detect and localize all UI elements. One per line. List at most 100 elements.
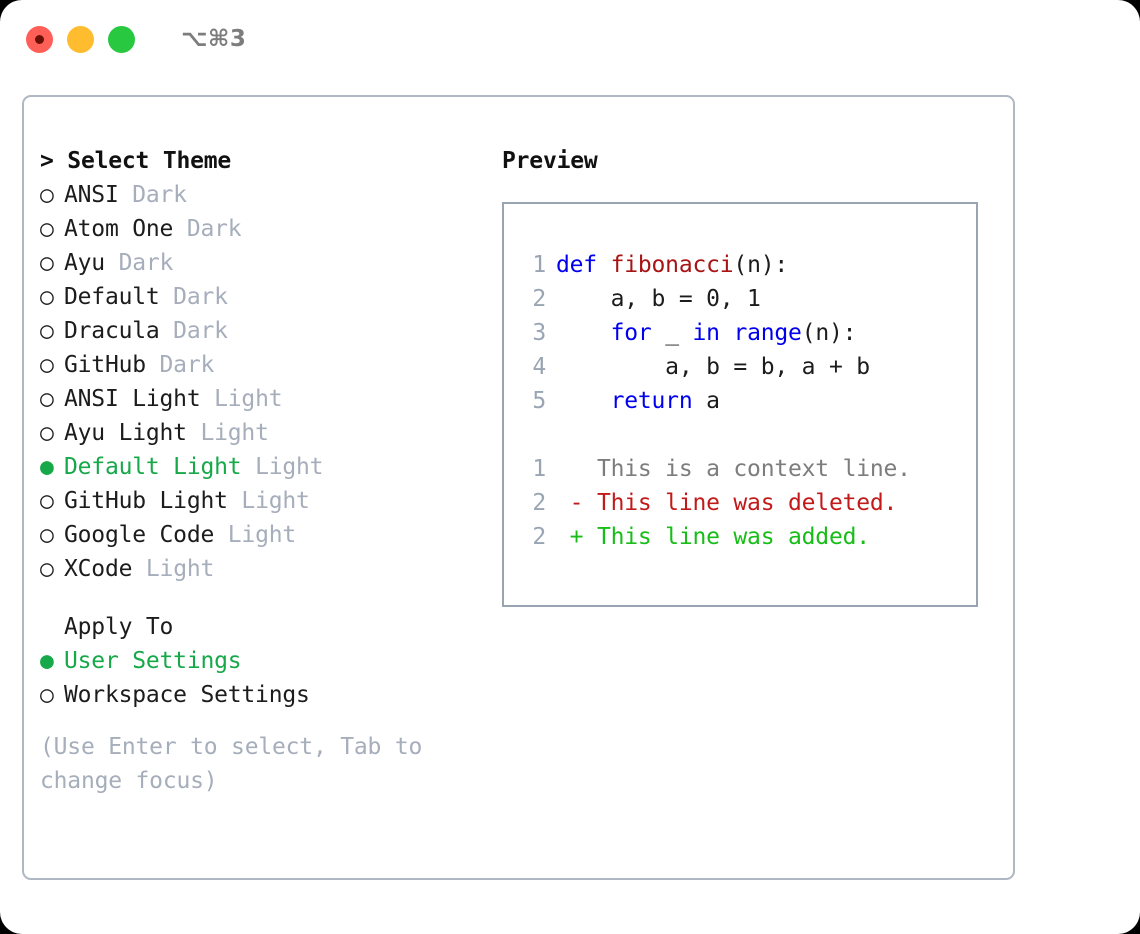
zoom-button-icon[interactable] [108,25,135,53]
radio-unselected-icon: ○ [40,182,54,208]
theme-option-label: Ayu [64,250,105,276]
code-line-number: 1 [532,252,546,278]
theme-option-suffix: Light [186,420,269,446]
keyboard-hint-text: (Use Enter to select, Tab to change focu… [40,734,423,794]
token-kw: in [692,320,720,346]
theme-option-9[interactable]: ○GitHub Light Light [40,484,486,518]
apply-to-option-0[interactable]: ●User Settings [40,644,486,678]
radio-unselected-icon: ○ [40,318,54,344]
theme-option-suffix: Dark [173,216,242,242]
theme-option-suffix: Light [132,556,215,582]
diff-line-content: - This line was deleted. [556,486,898,520]
apply-to-option-label: Workspace Settings [64,682,310,708]
radio-unselected-icon: ○ [40,522,54,548]
theme-option-label: Default Light [64,454,242,480]
code-line-content: a, b = b, a + b [556,350,870,384]
radio-unselected-icon: ○ [40,216,54,242]
code-line-0: 1 def fibonacci(n): [504,248,976,282]
theme-option-suffix: Light [241,454,324,480]
apply-to-list[interactable]: ●User Settings ○ Workspace Settings [40,644,486,712]
close-button-icon[interactable] [26,25,53,53]
theme-option-suffix: Dark [159,318,228,344]
title-bar: ⌥⌘3 [0,0,1140,78]
theme-option-label: Default [64,284,160,310]
token-kw: for [610,320,652,346]
select-theme-header: > Select Theme [40,148,232,174]
theme-option-label: XCode [64,556,133,582]
diff-line-number: 2 [532,524,546,550]
token-kw: def [556,252,611,278]
theme-option-10[interactable]: ○ Google Code Light [40,518,486,552]
radio-selected-icon: ● [40,454,54,480]
theme-option-label: GitHub Light [64,488,228,514]
apply-to-header: Apply To [64,614,174,640]
theme-option-label: Atom One [64,216,174,242]
theme-option-label: Dracula [64,318,160,344]
diff-line-2: 2 + This line was added. [504,520,976,554]
token-plain: a, b = 0, 1 [556,286,761,312]
code-line-content: a, b = 0, 1 [556,282,761,316]
diff-sample: 1 This is a context line.2 - This line w… [504,452,976,554]
preview-title: Preview [502,148,598,174]
code-line-content: return a [556,384,720,418]
token-kw: range [733,320,802,346]
theme-option-suffix: Light [214,522,297,548]
theme-option-11[interactable]: ○ XCode Light [40,552,486,586]
diff-line-1: 2 - This line was deleted. [504,486,976,520]
radio-unselected-icon: ○ [40,352,54,378]
theme-option-suffix: Dark [118,182,187,208]
token-plain [556,388,611,414]
token-del: - This line was deleted. [556,490,898,516]
theme-option-8[interactable]: ● Default Light Light [40,450,486,484]
apply-to-option-1[interactable]: ○ Workspace Settings [40,678,486,712]
theme-option-label: ANSI [64,182,119,208]
theme-option-label: Google Code [64,522,215,548]
code-line-1: 2 a, b = 0, 1 [504,282,976,316]
token-kw: return [610,388,693,414]
keyboard-shortcut-label: ⌥⌘3 [181,26,247,52]
theme-option-2[interactable]: ○Ayu Dark [40,246,486,280]
token-fn: fibonacci [610,252,734,278]
theme-option-3[interactable]: ○ Default Dark [40,280,486,314]
theme-option-suffix: Dark [159,284,228,310]
token-add: + This line was added. [556,524,870,550]
theme-option-suffix: Dark [104,250,174,276]
theme-option-label: GitHub [64,352,146,378]
diff-line-content: + This line was added. [556,520,870,554]
theme-option-7[interactable]: ○Ayu Light Light [40,416,486,450]
theme-option-1[interactable]: ○ Atom One Dark [40,212,486,246]
code-line-4: 5 return a [504,384,976,418]
token-plain [556,320,611,346]
window-controls [26,25,135,53]
token-plain: a, b = b, a + b [556,354,870,380]
radio-unselected-icon: ○ [40,386,54,412]
token-plain: (n): [733,252,789,278]
hint-spacer [40,712,486,730]
theme-option-suffix: Dark [145,352,215,378]
main-panel: > Select Theme ○ANSI Dark○Atom One Dark○… [22,95,1015,880]
theme-option-0[interactable]: ○ ANSI Dark [40,178,486,212]
radio-unselected-icon: ○ [40,284,54,310]
diff-line-0: 1 This is a context line. [504,452,976,486]
theme-option-5[interactable]: ○ GitHub Dark [40,348,486,382]
code-line-number: 4 [532,354,546,380]
diff-line-number: 1 [532,456,546,482]
token-plain: _ [651,320,693,346]
code-line-number: 5 [532,388,546,414]
theme-list[interactable]: ○ANSI Dark○Atom One Dark○Ayu Dark○Defaul… [40,178,486,586]
minimize-button-icon[interactable] [67,25,94,53]
theme-option-4[interactable]: ○ Dracula Dark [40,314,486,348]
radio-unselected-icon: ○ [40,556,54,582]
close-dot-icon [35,34,44,44]
panel-columns: > Select Theme ○ANSI Dark○Atom One Dark○… [24,97,1013,798]
code-diff-gap [504,418,976,452]
list-spacer [40,586,486,610]
theme-option-6[interactable]: ○ANSI Light Light [40,382,486,416]
theme-option-label: ANSI Light [64,386,201,412]
code-line-content: def fibonacci(n): [556,248,788,282]
radio-selected-icon: ● [40,648,54,674]
radio-unselected-icon: ○ [40,682,54,708]
